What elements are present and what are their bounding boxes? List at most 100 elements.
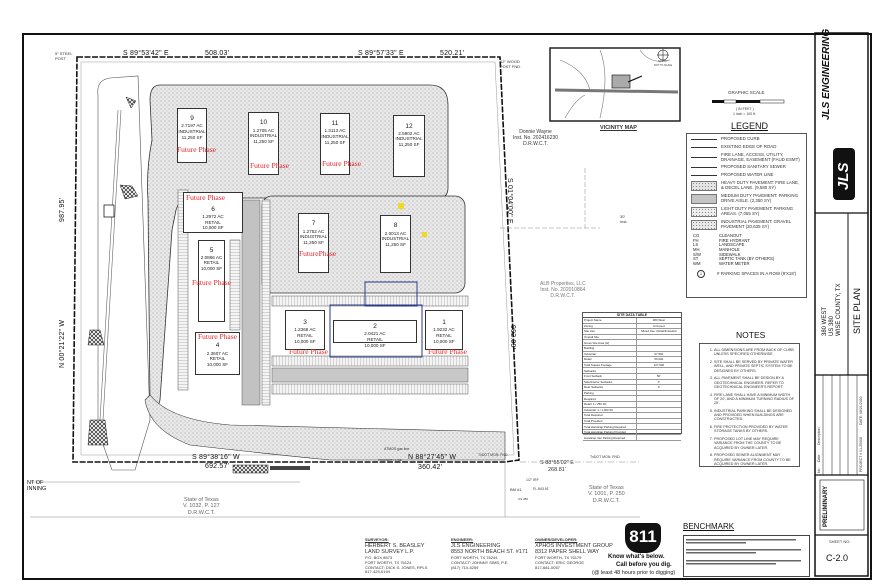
table-cell-value: 60,000 <box>635 356 681 363</box>
fill-swatch <box>691 194 717 205</box>
note-item: PROPOSED SEWER ALIGNMENT MAY REQUIRE VAR… <box>714 453 796 466</box>
table-cell-label: Total Provided <box>583 418 637 425</box>
table-row: Overall Site <box>583 334 681 341</box>
future-phase-label: Future Phase <box>250 161 289 170</box>
table-cell-label: Retail <box>583 356 637 363</box>
lot-use: INDUSTRIAL <box>299 234 328 240</box>
bearing-north-west: S 89°53'42" E <box>123 50 169 57</box>
legend-label: PROPOSED WATER LINE <box>721 172 774 178</box>
abbreviation-label: LANDSCAPE <box>719 242 745 248</box>
lot-number: 1 <box>442 318 446 326</box>
table-cell-label: Required <box>583 395 637 402</box>
adjoiner-instrument: V. 1001, P. 250 <box>588 491 625 498</box>
wood-post-callout: 12" WOOD POST FND. <box>500 59 522 69</box>
contact-line: XPHOS INVESTMENT GROUP <box>535 542 613 549</box>
table-cell-label: Project Name <box>583 318 637 324</box>
contact-line: (817) 710-5259 <box>451 564 479 570</box>
table-cell-label: Zoning <box>583 323 637 330</box>
contact-line: CONTACT: JOHNNY SIMS, P.E. <box>451 559 509 565</box>
lot-use: RETAIL <box>209 356 226 362</box>
site-data-table-title: SITE DATA TABLE <box>583 313 681 318</box>
lot-building-sf: 11,250 SF <box>181 134 203 140</box>
legend-item: PROPOSED SANITARY SEWER <box>691 165 802 170</box>
abbreviation-code: ST <box>693 256 699 262</box>
table-cell-value: Mixed Use: Retail/Industrial <box>635 328 681 335</box>
legend-label: LIGHT DUTY PAVEMENT: PARKING AREAS. (7,0… <box>721 206 794 217</box>
adjoiner-record: D.R.W.C.T. <box>592 497 620 504</box>
future-phase-label: Future Phase <box>186 193 225 202</box>
table-cell-value: 50' <box>635 373 681 380</box>
lot-building-sf: 11,250 SF <box>385 241 406 247</box>
us380-label: US 380 <box>518 497 529 501</box>
table-cell-label: Setbacks <box>583 367 637 374</box>
table-row: Gross Site Area (sf) <box>583 339 681 346</box>
abbreviation-label: MANHOLE <box>719 246 740 252</box>
bearing-south-east: S 88°55'02" E <box>540 460 574 466</box>
future-phase-label: FuturePhase <box>299 249 337 258</box>
contact-line: HERBERT S. BEASLEY <box>365 542 425 549</box>
table-row: Required <box>583 395 681 402</box>
benchmark-label: BM #1 <box>510 487 522 492</box>
legend-label: PROPOSED CURB <box>721 136 760 141</box>
adjoiner-donnie-wayne: Donnie Wayne Inst. No. 202416230 D.R.W.C… <box>513 129 558 147</box>
legend-title: LEGEND <box>731 121 769 131</box>
lot-use: RETAIL <box>203 260 220 266</box>
line-swatch <box>691 175 717 177</box>
irf-label: 1/2" IRF <box>526 478 539 482</box>
sheet-border <box>22 33 872 580</box>
legend-label: PROPOSED SANITARY SEWER <box>721 164 786 170</box>
lot-number: 9 <box>190 115 194 123</box>
lot-building-sf: 10,000 SF <box>433 338 455 344</box>
legend-parking-item: 1 # PARKING SPACES IN A ROW (9'X18') <box>691 270 802 279</box>
note-item: PROPOSED LOT LINE MAY REQUIRE VARIANCE F… <box>714 437 796 450</box>
table-cell-label: Retail: 1 / 250 SF <box>583 401 637 408</box>
table-cell-value: 0' <box>635 384 681 391</box>
adjoiner-alb-properties: ALB Properties, LLC Inst. No. 202010864 … <box>540 281 586 299</box>
legend-label: MEDIUM DUTY PAVEMENT: PARKING DRIVE AISL… <box>721 193 799 204</box>
future-phase-label: Future Phase <box>177 145 216 154</box>
benchmark-box <box>683 535 810 577</box>
bearing-east-upper: S 01°04'00" E <box>506 178 513 224</box>
table-row: Total Required <box>583 412 681 419</box>
legend-abbreviation: ST SEPTIC TANK (BY OTHERS) <box>693 256 800 262</box>
contact-line: 817-429-0194 <box>365 569 390 575</box>
legend-abbreviation: MH MANHOLE <box>693 246 800 253</box>
contact-line: CONTACT: DICK S. JONES, RPLS <box>365 564 428 570</box>
contact-line: P.O. BOX 8873 <box>365 554 393 560</box>
abbreviation-label: SIDEWALK <box>719 251 741 257</box>
table-row: Setbacks <box>583 367 681 374</box>
adjoiner-state-of-texas-east: State of Texas V. 1001, P. 250 D.R.W.C.T… <box>588 485 625 504</box>
table-cell-value: 0' <box>635 379 681 386</box>
note-item: FIRE LANE SHALL HAVE A MINIMUM WIDTH OF … <box>714 393 796 406</box>
sheet-title: SITE PLAN <box>852 287 862 334</box>
future-phase-label: Future Phase <box>198 332 237 341</box>
table-cell-value <box>635 395 681 402</box>
lot-area: 1.9232 AC <box>433 327 455 333</box>
benchmark-text-lines <box>686 539 801 565</box>
parking-count-symbol: 1 <box>697 270 705 279</box>
note-item: FIRE PROTECTION PROVIDED BY WATER STORAG… <box>714 425 796 434</box>
detention-pond <box>97 75 151 471</box>
adjoiner-name: Donnie Wayne <box>519 129 552 135</box>
lot-area: 1.2705 AC <box>252 127 275 133</box>
lot-use: RETAIL <box>436 332 452 338</box>
table-cell-value <box>635 334 681 341</box>
abbreviation-label: SEPTIC TANK (BY OTHERS) <box>719 256 775 262</box>
abbreviation-code: MH <box>693 246 700 252</box>
parking-areas <box>177 189 469 406</box>
legend-item: FIRE LANE, ACCESS, UTILITY, DRAINAGE, EA… <box>691 152 802 163</box>
fill-swatch <box>691 207 717 218</box>
